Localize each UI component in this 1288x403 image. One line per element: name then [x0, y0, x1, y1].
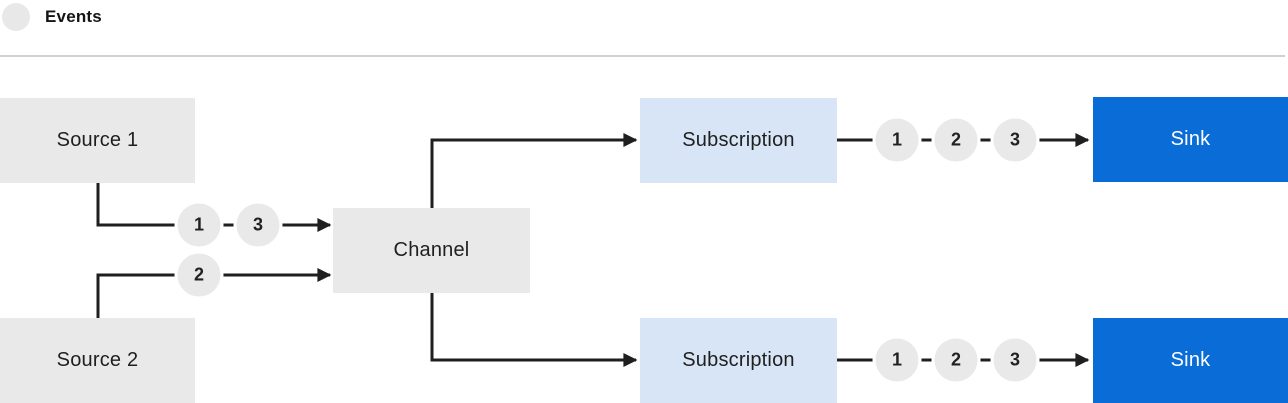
- node-subscription-bottom: Subscription: [640, 318, 837, 403]
- node-sink-top-label: Sink: [1170, 128, 1211, 150]
- node-channel-label: Channel: [393, 239, 470, 261]
- arrow-source2-to-channel: [96, 268, 332, 319]
- node-channel: Channel: [333, 208, 530, 293]
- legend: Events: [2, 3, 102, 31]
- node-sink-bottom: Sink: [1093, 318, 1288, 403]
- divider-line: [0, 55, 1285, 57]
- event-marker: 1: [872, 335, 922, 385]
- event-marker: 2: [931, 115, 981, 165]
- event-marker: 3: [233, 200, 283, 250]
- event-marker: 1: [174, 200, 224, 250]
- arrow-channel-to-subscription-bottom: [430, 293, 638, 367]
- node-sink-bottom-label: Sink: [1170, 349, 1211, 371]
- event-marker: 3: [990, 115, 1040, 165]
- node-source-2-label: Source 2: [56, 349, 139, 371]
- legend-label: Events: [45, 7, 102, 26]
- event-marker: 3: [990, 335, 1040, 385]
- node-source-2: Source 2: [0, 318, 195, 403]
- node-subscription-bottom-label: Subscription: [682, 349, 795, 371]
- node-source-1-label: Source 1: [56, 129, 139, 151]
- event-marker: 2: [174, 250, 224, 300]
- arrow-channel-to-subscription-top: [430, 133, 638, 208]
- node-subscription-top: Subscription: [640, 98, 837, 183]
- event-marker: 1: [872, 115, 922, 165]
- event-circle-icon: [2, 3, 30, 31]
- node-subscription-top-label: Subscription: [682, 129, 795, 151]
- node-sink-top: Sink: [1093, 97, 1288, 182]
- event-marker: 2: [931, 335, 981, 385]
- node-source-1: Source 1: [0, 98, 195, 183]
